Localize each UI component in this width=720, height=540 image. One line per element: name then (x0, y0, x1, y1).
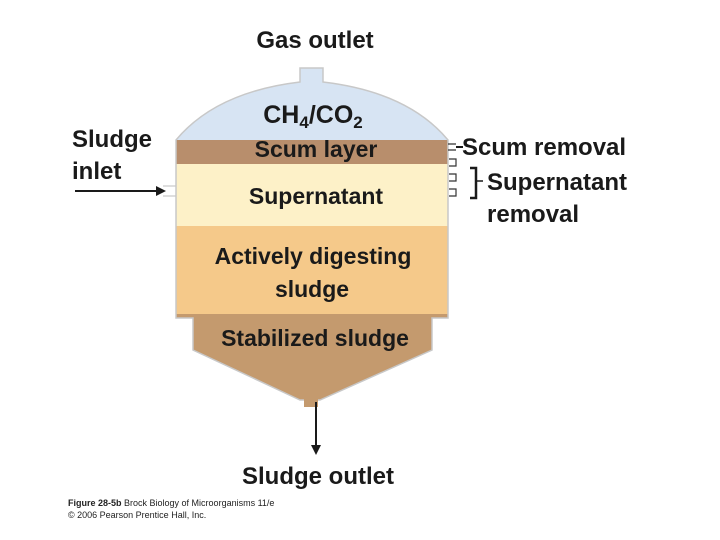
active-sludge-label-line1: Actively digesting (215, 243, 412, 269)
figure-credit-line2: © 2006 Pearson Prentice Hall, Inc. (68, 510, 206, 520)
gas-co-text: /CO (309, 101, 353, 129)
supernatant-removal-label-line1: Supernatant (487, 169, 627, 196)
tank-outline (175, 67, 449, 401)
gas-subscript-4: 4 (299, 113, 309, 132)
scum-layer-label: Scum layer (255, 136, 378, 162)
outlet-pipe (304, 395, 318, 407)
supernatant-layer (176, 164, 448, 226)
figure-credit-line1: Figure 28-5b Brock Biology of Microorgan… (68, 498, 274, 508)
supernatant-label: Supernatant (249, 183, 384, 209)
sludge-outlet-arrowhead (311, 445, 321, 455)
copyright-text: © 2006 Pearson Prentice Hall, Inc. (68, 510, 207, 520)
gas-outlet-label: Gas outlet (256, 27, 373, 54)
sludge-inlet-arrowhead (156, 186, 166, 196)
active-sludge-label-line2: sludge (275, 276, 349, 302)
book-title: Brock Biology of Microorganisms 11/e (124, 498, 275, 508)
scum-removal-label: Scum removal (462, 134, 626, 161)
active-sludge-layer (176, 226, 448, 314)
gas-ch-text: CH (263, 101, 299, 129)
sludge-outlet-label: Sludge outlet (242, 463, 394, 490)
supernatant-removal-bracket (470, 166, 478, 200)
gas-composition-label: CH4/CO2 (263, 101, 363, 132)
sludge-inlet-label-line2: inlet (72, 158, 121, 185)
removal-ports (448, 143, 457, 197)
figure-number: Figure 28-5b (68, 498, 122, 508)
scum-layer (176, 140, 448, 164)
supernatant-removal-label-line2: removal (487, 201, 579, 228)
gas-subscript-2: 2 (353, 113, 362, 132)
sludge-inlet-label-line1: Sludge (72, 126, 152, 153)
stabilized-sludge-label: Stabilized sludge (221, 325, 409, 351)
